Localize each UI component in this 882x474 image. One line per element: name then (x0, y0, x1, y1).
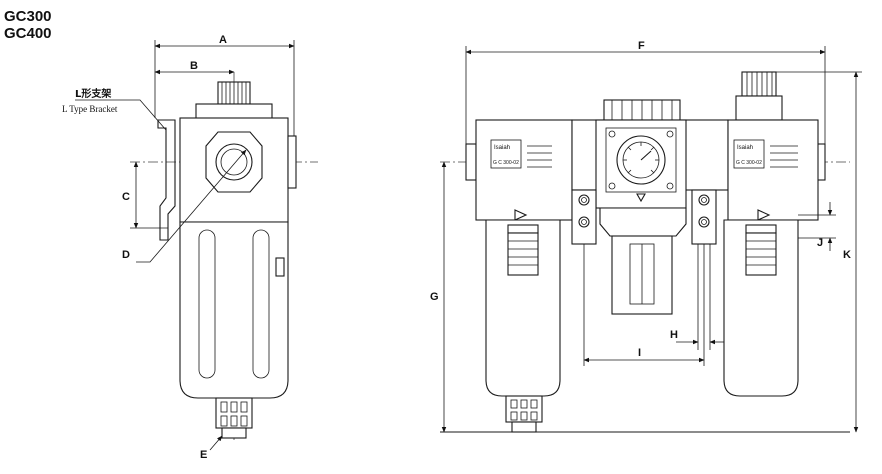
dimension-c-label: C (122, 191, 130, 203)
lubricator-knob (741, 71, 777, 97)
bracket-label-cn: L形支架 (75, 87, 111, 100)
filter-flow-arrow (514, 209, 528, 221)
side-bowl-slot-right (252, 229, 270, 379)
side-port-inner-ring (220, 148, 248, 176)
front-left-port (465, 143, 477, 181)
lubricator-bowl-lock (745, 224, 777, 234)
side-drain (215, 397, 253, 429)
gauge-needle (640, 150, 652, 161)
dimension-h-label: H (670, 329, 678, 341)
dimension-k-label: K (843, 249, 851, 261)
side-drain-tip (221, 427, 247, 439)
filter-bowl (485, 219, 561, 397)
lubricator-bowl (723, 219, 799, 397)
lubricator-flow-arrow (757, 209, 771, 221)
pressure-gauge (616, 135, 666, 185)
gauge-frame (605, 127, 677, 193)
filter-brand: Isaiah (494, 145, 510, 151)
lubricator-body (727, 119, 819, 221)
regulator-flow-arrow (636, 193, 646, 203)
dimension-j-label: J (817, 237, 823, 249)
regulator-body (595, 119, 687, 209)
side-bowl-slot-left (198, 229, 216, 379)
side-bowl (179, 221, 289, 399)
lubricator-sight-window (745, 232, 777, 276)
filter-label-plate (490, 139, 522, 169)
side-view: A B C D E L形支架 L Type Bracket (62, 34, 318, 461)
filter-body (475, 119, 573, 221)
dimension-i-label: I (638, 347, 641, 359)
bracket-label-en: L Type Bracket (62, 104, 118, 114)
side-port-outer-ring (215, 143, 253, 181)
dimension-f-label: F (638, 40, 645, 52)
dimension-e-leader (209, 435, 223, 451)
side-bowl-lock (275, 257, 285, 277)
lubricator-model: G C 300-02 (736, 160, 762, 166)
filter-bowl-lock (507, 224, 539, 234)
dimension-b-label: B (190, 60, 198, 72)
filter-model: G C 300-02 (493, 160, 519, 166)
bracket-leader (118, 99, 167, 131)
dimension-d-leader (136, 149, 247, 263)
lubricator-label-plate (733, 139, 765, 169)
lubricator-brand: Isaiah (737, 145, 753, 151)
lubricator-bonnet (735, 95, 783, 121)
dimension-a-label: A (219, 34, 227, 46)
dimension-e-label: E (200, 449, 207, 461)
side-port-octagon (205, 131, 263, 193)
model-title-2: GC400 (4, 25, 52, 42)
regulator-lower-collar (599, 207, 687, 237)
side-port-stub (287, 135, 297, 189)
l-type-bracket (157, 119, 176, 241)
model-title-1: GC300 (4, 8, 52, 25)
filter-sight-window (507, 232, 539, 276)
dimension-g-label: G (430, 291, 439, 303)
filter-drain-tip (511, 421, 537, 433)
front-view: Isaiah G C 300-02 (430, 40, 862, 433)
dimension-d-label: D (122, 249, 130, 261)
